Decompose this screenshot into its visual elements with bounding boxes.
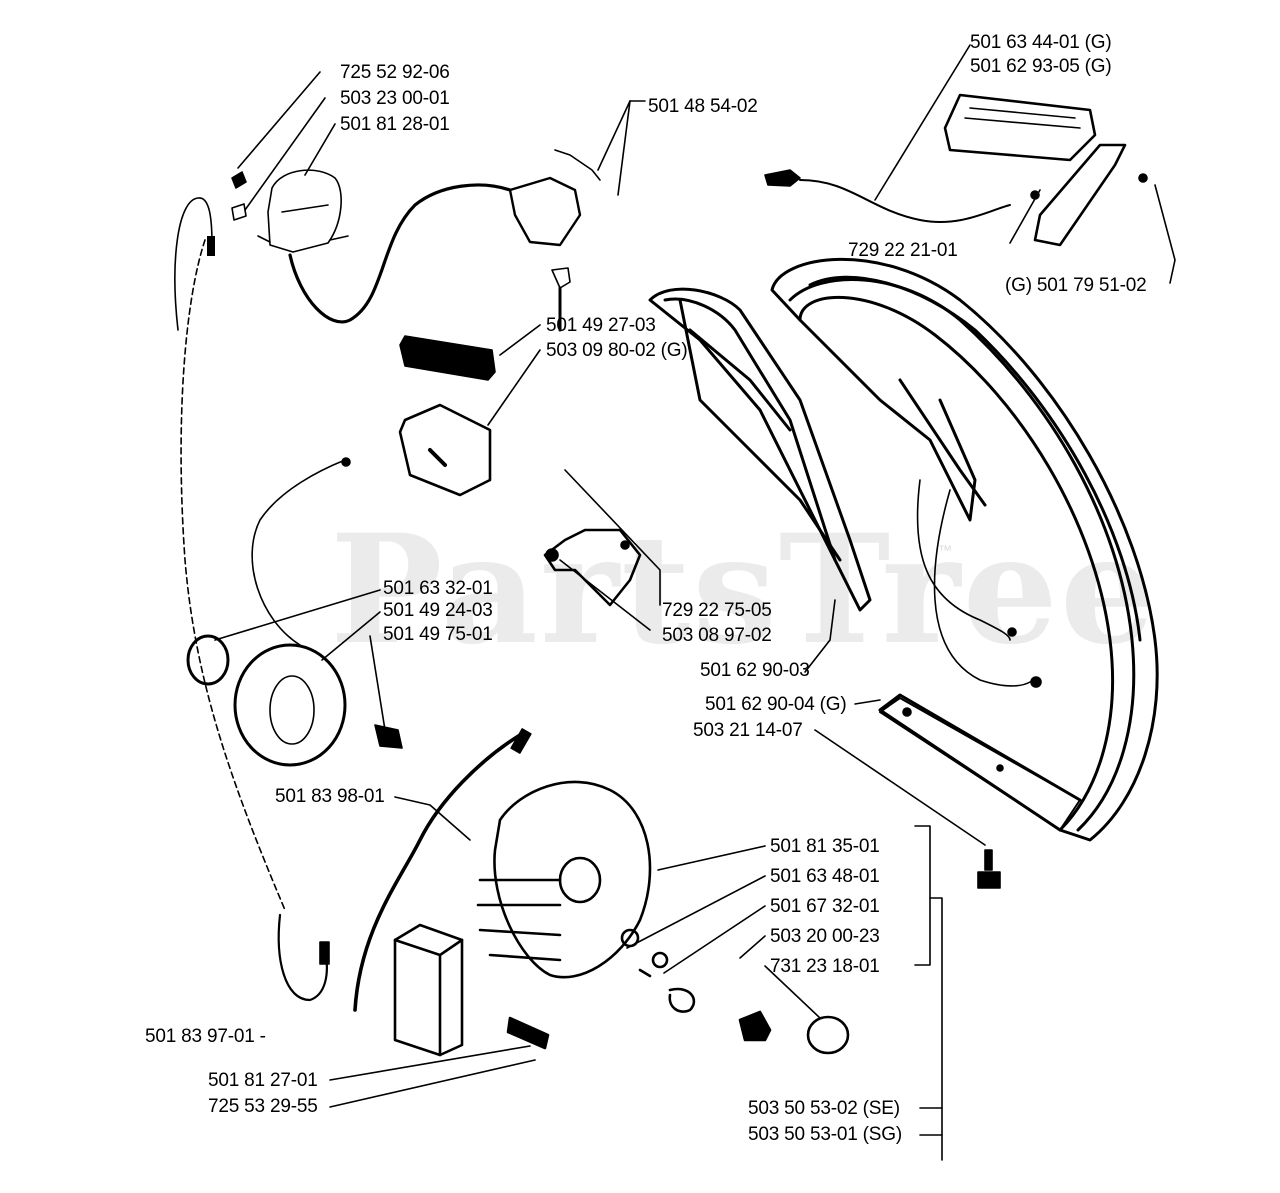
part-number-729-22-21-01: 729 22 21-01 <box>848 240 958 261</box>
coil-wire-bottom <box>277 913 328 1002</box>
stop-switch-assembly <box>764 93 1148 247</box>
part-number-501-63-32-01: 501 63 32-01 <box>383 578 493 599</box>
part-number-731-23-18-01: 731 23 18-01 <box>770 956 880 977</box>
part-number-503-09-80-02-g: 503 09 80-02 (G) <box>546 340 688 361</box>
part-number-501-63-44-01-g: 501 63 44-01 (G) <box>970 32 1112 53</box>
part-number-503-20-00-23: 503 20 00-23 <box>770 926 880 947</box>
part-number-503-08-97-02: 503 08 97-02 <box>662 625 772 646</box>
ignition-module-bottom <box>393 923 550 1057</box>
part-number-501-49-24-03: 501 49 24-03 <box>383 600 493 621</box>
carb-bracket <box>543 267 642 607</box>
part-number-501-81-27-01: 501 81 27-01 <box>208 1070 318 1091</box>
ignition-module-top <box>231 149 601 324</box>
flywheel-left <box>186 457 403 767</box>
part-number-501-49-75-01: 501 49 75-01 <box>383 624 493 645</box>
ignition-lead-dashed <box>180 239 286 911</box>
part-number-501-63-48-01: 501 63 48-01 <box>770 866 880 887</box>
handle-screw <box>977 849 1001 889</box>
handle-bracket <box>648 287 872 612</box>
part-number-501-62-93-05-g: 501 62 93-05 (G) <box>970 56 1112 77</box>
flywheel-bottom <box>476 780 850 1055</box>
part-number-503-23-00-01: 503 23 00-01 <box>340 88 450 109</box>
part-number-501-62-90-03: 501 62 90-03 <box>700 660 810 681</box>
part-number-501-62-90-04-g: 501 62 90-04 (G) <box>705 694 847 715</box>
part-number-725-53-29-55: 725 53 29-55 <box>208 1096 318 1117</box>
part-number-501-83-98-01: 501 83 98-01 <box>275 786 385 807</box>
part-number-501-79-51-02-g: (G) 501 79 51-02 <box>1005 275 1147 296</box>
part-number-503-50-53-02-se: 503 50 53-02 (SE) <box>748 1098 900 1119</box>
part-number-501-83-97-01: 501 83 97-01 - <box>145 1026 266 1047</box>
part-number-501-49-27-03: 501 49 27-03 <box>546 315 656 336</box>
watermark-trademark: ™ <box>938 542 952 558</box>
handle-ground-wire-2 <box>933 489 1031 687</box>
part-number-501-67-32-01: 501 67 32-01 <box>770 896 880 917</box>
part-number-503-21-14-07: 503 21 14-07 <box>693 720 803 741</box>
ignition-lead-top <box>174 197 213 331</box>
part-number-725-52-92-06: 725 52 92-06 <box>340 62 450 83</box>
handle-ground-wire <box>916 479 1011 641</box>
ht-lead <box>353 733 522 1012</box>
leader-lines <box>214 44 1176 1161</box>
spark-plug-cover <box>398 335 496 497</box>
part-number-501-81-35-01: 501 81 35-01 <box>770 836 880 857</box>
part-number-501-48-54-02: 501 48 54-02 <box>648 96 758 117</box>
part-number-729-22-75-05: 729 22 75-05 <box>662 600 772 621</box>
part-number-501-81-28-01: 501 81 28-01 <box>340 114 450 135</box>
part-number-503-50-53-01-sg: 503 50 53-01 (SG) <box>748 1124 902 1145</box>
handle-plate <box>879 697 1081 831</box>
watermark: PartsTree <box>330 502 1158 678</box>
